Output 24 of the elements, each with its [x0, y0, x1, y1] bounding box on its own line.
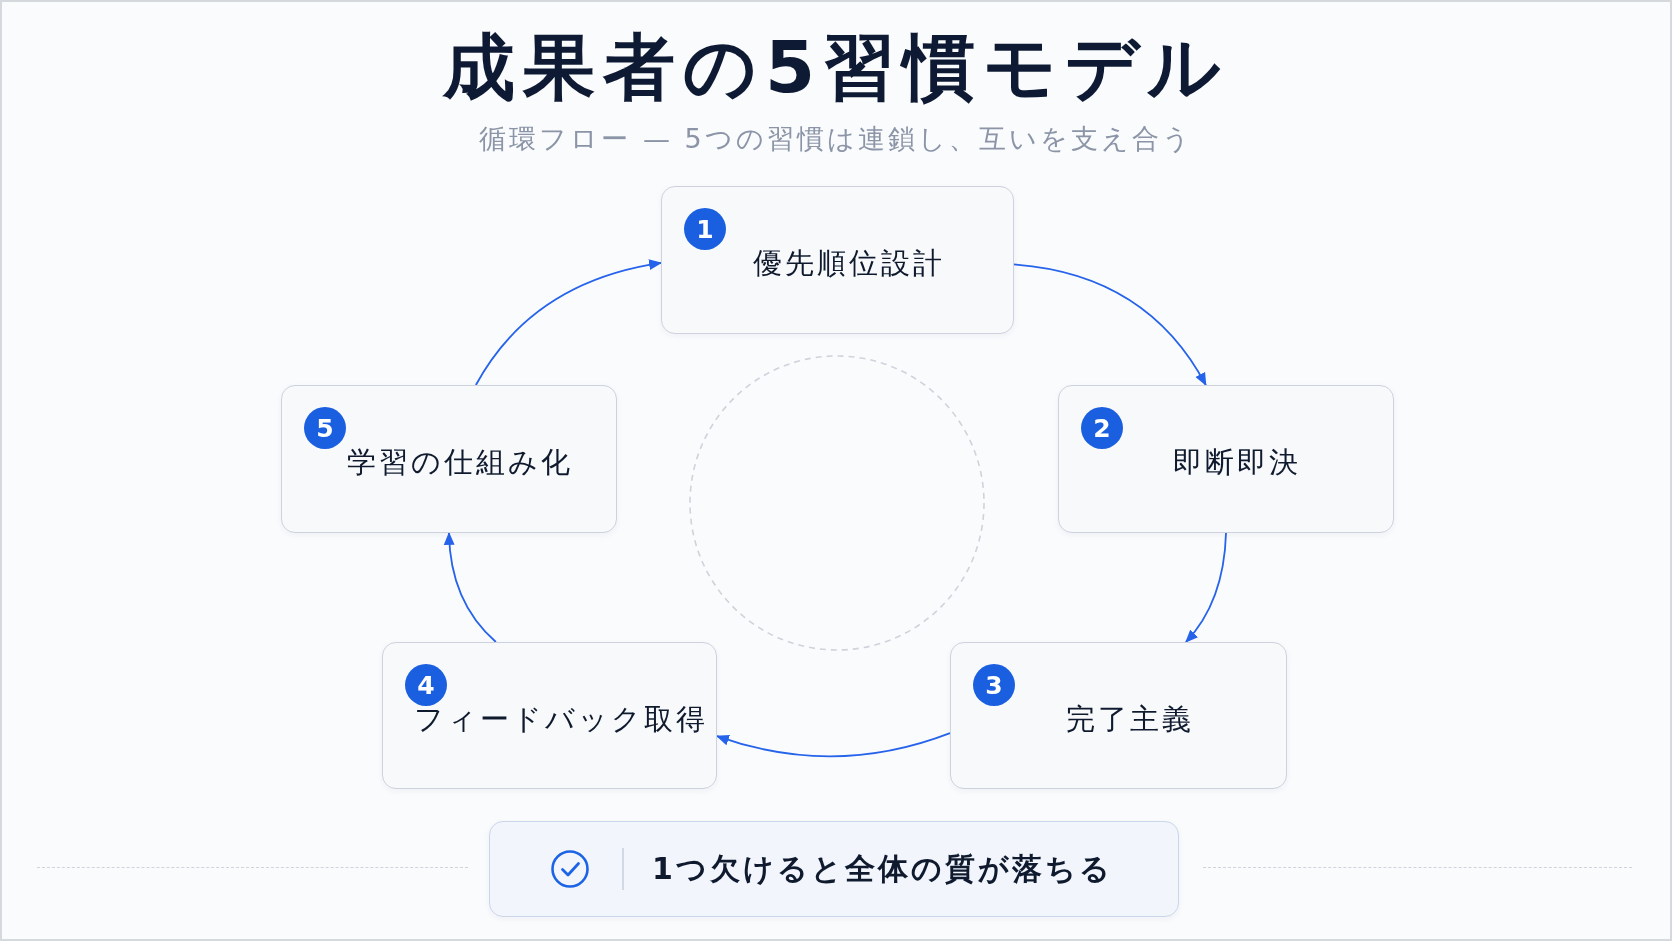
step-card [382, 642, 717, 789]
step-number-badge: 3 [973, 664, 1015, 706]
step-card [281, 385, 617, 533]
step-number-badge: 2 [1081, 407, 1123, 449]
step-card [661, 186, 1014, 334]
step-card [1058, 385, 1394, 533]
dashed-circle [689, 355, 985, 651]
arrow [444, 531, 497, 643]
step-title: 優先順位設計 [752, 245, 945, 282]
step-title: 完了主義 [1065, 700, 1194, 738]
title: 成果者の5習慣モデル [442, 24, 1230, 110]
subtitle: 循環フロー — 5つの習慣は連鎖し、互いを支え合う [479, 122, 1193, 156]
step-title: 学習の仕組み化 [347, 444, 573, 481]
summary-banner [489, 821, 1179, 917]
step-card [950, 642, 1287, 789]
arrow [1013, 263, 1207, 386]
arrow [475, 259, 663, 386]
step-number-badge: 5 [304, 407, 346, 449]
step-title: 即断即決 [1173, 444, 1301, 481]
arrow [1185, 532, 1227, 643]
arrow [715, 732, 951, 758]
step-number-badge: 1 [684, 208, 726, 250]
step-number-badge: 4 [405, 664, 447, 706]
summary-text: 1つ欠けると全体の質が落ちる [652, 849, 1113, 888]
